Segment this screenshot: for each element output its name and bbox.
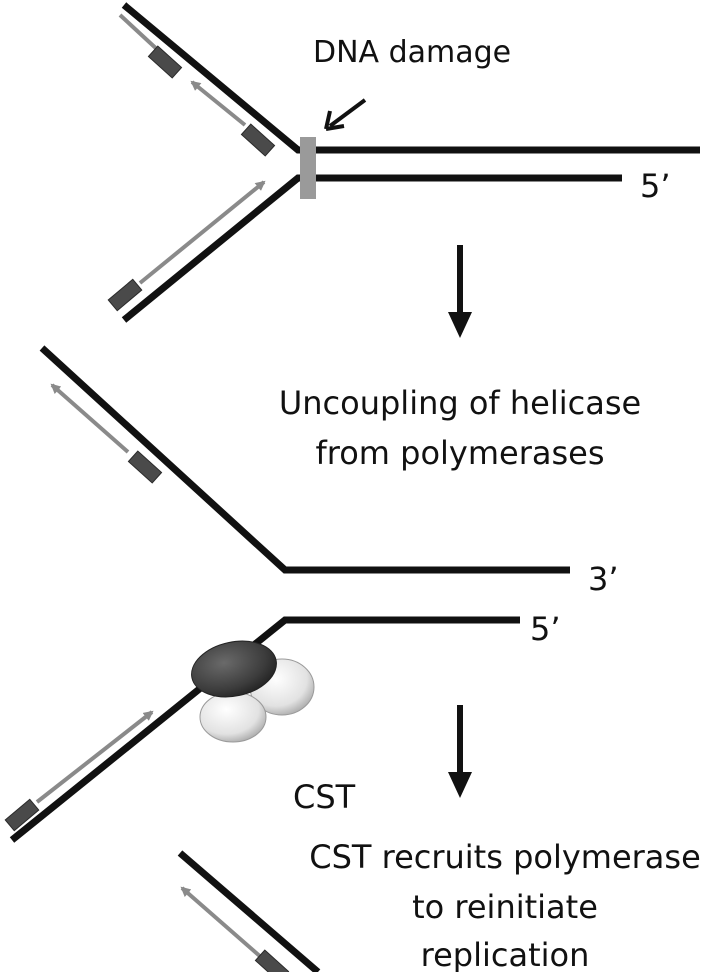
cst-subunit bbox=[199, 691, 267, 743]
dna-damage-label: DNA damage bbox=[313, 35, 511, 70]
top-parental-strand bbox=[39, 345, 570, 574]
top-parental-strand bbox=[121, 2, 700, 154]
recruit-caption-line-1: CST recruits polymerase bbox=[309, 838, 701, 876]
damage-pointer-arrow bbox=[324, 98, 367, 131]
recruit-caption-line-3: replication bbox=[421, 936, 590, 972]
bottom-parental-strand bbox=[9, 616, 520, 843]
cst-label: CST bbox=[293, 778, 356, 816]
three-prime-end-label: 3’ bbox=[588, 560, 619, 598]
fork-stage-3 bbox=[177, 850, 321, 972]
lagging-strand-fragment bbox=[50, 383, 163, 484]
primer-segment bbox=[4, 798, 40, 832]
five-prime-end-label: 5’ bbox=[640, 167, 671, 205]
lagging-strand-fragments bbox=[118, 13, 276, 157]
uncoupling-caption-line-2: from polymerases bbox=[315, 434, 604, 472]
primer-segment bbox=[240, 123, 276, 157]
leading-strand bbox=[4, 710, 154, 832]
lagging-strand-fragment bbox=[180, 886, 290, 972]
recruit-caption-line-2: to reinitiate bbox=[412, 888, 598, 926]
top-parental-strand bbox=[177, 850, 321, 972]
leading-strand bbox=[107, 180, 266, 312]
primer-segment bbox=[127, 450, 163, 484]
primer-segment bbox=[147, 45, 183, 79]
fork-stage-2: 3’ 5’ bbox=[4, 345, 619, 843]
bottom-parental-strand bbox=[121, 174, 622, 323]
five-prime-end-label: 5’ bbox=[530, 610, 561, 648]
fork-stage-1: DNA damage 5’ bbox=[107, 2, 700, 323]
cst-complex bbox=[191, 640, 315, 743]
uncoupling-caption-line-1: Uncoupling of helicase bbox=[279, 384, 641, 422]
primer-segment bbox=[107, 278, 143, 312]
step-arrow-2 bbox=[448, 705, 472, 798]
dna-lesion bbox=[300, 137, 316, 199]
cst-subunit bbox=[191, 640, 277, 698]
primer-segment bbox=[254, 949, 290, 972]
step-arrow-1 bbox=[448, 245, 472, 338]
